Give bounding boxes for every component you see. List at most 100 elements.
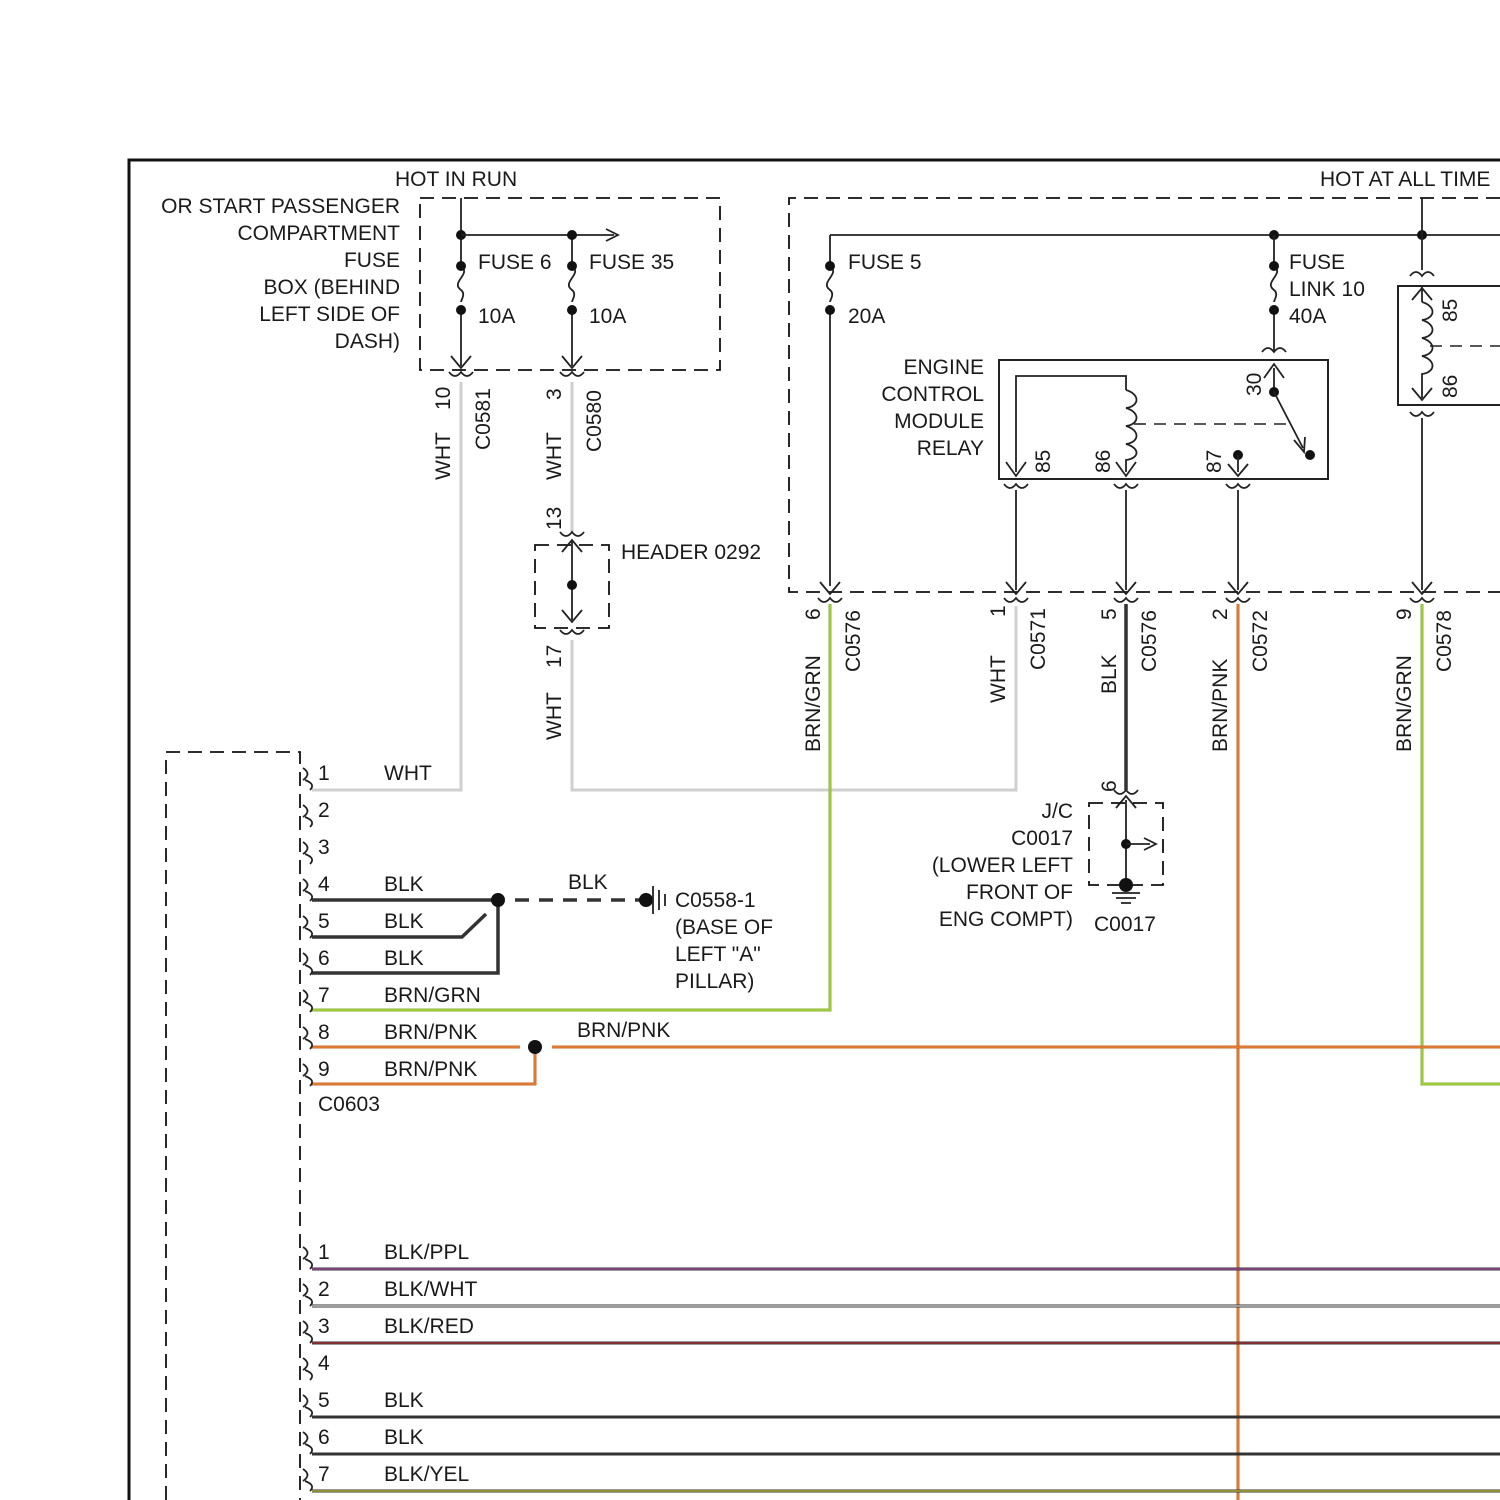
svg-text:FUSE 5: FUSE 5 bbox=[848, 251, 922, 274]
svg-text:3: 3 bbox=[543, 388, 566, 400]
lower-pin-7-cap bbox=[303, 1469, 312, 1491]
svg-text:6: 6 bbox=[1098, 780, 1121, 792]
svg-text:LEFT "A": LEFT "A" bbox=[675, 943, 761, 966]
lower-pin-1-wire: BLK/PPL bbox=[384, 1241, 469, 1264]
svg-text:FUSE 35: FUSE 35 bbox=[589, 251, 674, 274]
svg-text:10: 10 bbox=[432, 387, 455, 410]
lower-pin-5-number: 5 bbox=[318, 1389, 330, 1412]
lower-pin-5-wire: BLK bbox=[384, 1389, 424, 1412]
svg-text:FRONT OF: FRONT OF bbox=[966, 881, 1073, 904]
hot-at-all-times-label: HOT AT ALL TIME bbox=[1320, 168, 1490, 191]
wht-wires bbox=[312, 382, 1016, 790]
svg-text:BRN/GRN: BRN/GRN bbox=[1393, 655, 1416, 752]
svg-text:PILLAR): PILLAR) bbox=[675, 970, 754, 993]
svg-text:C0572: C0572 bbox=[1249, 610, 1272, 672]
module-outline bbox=[166, 752, 300, 1500]
svg-text:10A: 10A bbox=[478, 305, 515, 328]
svg-text:C0578: C0578 bbox=[1433, 610, 1456, 672]
svg-text:30: 30 bbox=[1243, 373, 1266, 396]
c0603-pin-6-number: 6 bbox=[318, 947, 330, 970]
c0603-pin-7-number: 7 bbox=[318, 984, 330, 1007]
svg-text:1: 1 bbox=[987, 605, 1010, 617]
lower-pin-7-number: 7 bbox=[318, 1463, 330, 1486]
c0603-pin-4-number: 4 bbox=[318, 873, 330, 896]
c0603-pin-7-cap bbox=[303, 990, 312, 1012]
lower-pin-4-cap bbox=[303, 1358, 312, 1380]
fuse-6: FUSE 6 10A bbox=[449, 198, 552, 376]
svg-text:BLK: BLK bbox=[568, 871, 608, 894]
colored-wires bbox=[312, 604, 1500, 1500]
svg-text:10A: 10A bbox=[589, 305, 626, 328]
lower-pin-7-wire: BLK/YEL bbox=[384, 1463, 469, 1486]
svg-text:DASH): DASH) bbox=[335, 330, 400, 353]
c0603-pin-7-wire: BRN/GRN bbox=[384, 984, 481, 1007]
lower-pin-2-wire: BLK/WHT bbox=[384, 1278, 478, 1301]
svg-text:BLK: BLK bbox=[1098, 654, 1121, 694]
c0603-pin-6-wire: BLK bbox=[384, 947, 424, 970]
ground-label: C0558-1 (BASE OF LEFT "A" PILLAR) bbox=[675, 889, 773, 993]
svg-text:LINK 10: LINK 10 bbox=[1289, 278, 1365, 301]
svg-text:WHT: WHT bbox=[432, 432, 455, 480]
c0603-pin-9-cap bbox=[303, 1064, 312, 1086]
c0603-pin-3-cap bbox=[303, 842, 312, 864]
svg-text:WHT: WHT bbox=[987, 655, 1010, 703]
svg-text:RELAY: RELAY bbox=[917, 437, 984, 460]
svg-text:86: 86 bbox=[1439, 375, 1462, 398]
header-0292: HEADER 0292 bbox=[535, 532, 761, 634]
svg-text:5: 5 bbox=[1098, 608, 1121, 620]
svg-text:C0576: C0576 bbox=[1138, 610, 1161, 672]
svg-text:WHT: WHT bbox=[543, 432, 566, 480]
svg-text:FUSE: FUSE bbox=[344, 249, 400, 272]
c0603-pin-9-number: 9 bbox=[318, 1058, 330, 1081]
svg-text:ENGINE: ENGINE bbox=[903, 356, 984, 379]
svg-text:13: 13 bbox=[543, 507, 566, 530]
c0603-pin-5-number: 5 bbox=[318, 910, 330, 933]
lower-pin-3-cap bbox=[303, 1321, 312, 1343]
svg-text:17: 17 bbox=[543, 645, 566, 668]
c0603-pin-1-cap bbox=[303, 768, 312, 790]
lower-pin-6-cap bbox=[303, 1432, 312, 1454]
passenger-fuse-box-outline bbox=[420, 198, 720, 370]
c0603-pin-9-wire: BRN/PNK bbox=[384, 1058, 477, 1081]
lower-pin-2-number: 2 bbox=[318, 1278, 330, 1301]
lower-pin-6-wire: BLK bbox=[384, 1426, 424, 1449]
c0603-pin-8-cap bbox=[303, 1027, 312, 1049]
lower-pin-5-cap bbox=[303, 1395, 312, 1417]
svg-text:BOX (BEHIND: BOX (BEHIND bbox=[263, 276, 400, 299]
svg-text:C0017: C0017 bbox=[1011, 827, 1073, 850]
svg-text:BRN/GRN: BRN/GRN bbox=[802, 655, 825, 752]
svg-text:86: 86 bbox=[1092, 450, 1115, 473]
svg-text:J/C: J/C bbox=[1042, 800, 1074, 823]
c0603-pin-8-wire: BRN/PNK bbox=[384, 1021, 477, 1044]
svg-text:C0017: C0017 bbox=[1094, 913, 1156, 936]
lower-wires bbox=[312, 1269, 1500, 1491]
lower-pin-1-cap bbox=[303, 1247, 312, 1269]
svg-text:OR START PASSENGER: OR START PASSENGER bbox=[161, 195, 400, 218]
hot-in-run-label: HOT IN RUN bbox=[395, 168, 517, 191]
c0603-pin-5-cap bbox=[303, 916, 312, 938]
svg-text:C0580: C0580 bbox=[583, 390, 606, 452]
fuse-box-label: OR START PASSENGER COMPARTMENT FUSE BOX … bbox=[161, 195, 400, 353]
svg-text:LEFT SIDE OF: LEFT SIDE OF bbox=[259, 303, 400, 326]
lower-pin-4-number: 4 bbox=[318, 1352, 330, 1375]
c0603-label: C0603 bbox=[318, 1093, 380, 1116]
svg-text:2: 2 bbox=[1209, 608, 1232, 620]
lower-pin-1-number: 1 bbox=[318, 1241, 330, 1264]
lower-pin-3-number: 3 bbox=[318, 1315, 330, 1338]
svg-text:40A: 40A bbox=[1289, 305, 1326, 328]
fuse-link-10: FUSE LINK 10 40A bbox=[1262, 235, 1365, 352]
c0603-pin-2-cap bbox=[303, 805, 312, 827]
svg-text:FUSE 6: FUSE 6 bbox=[478, 251, 552, 274]
ground-wires: BLK C0558-1 (BASE OF LEFT "A" PILLAR) bbox=[312, 871, 773, 993]
svg-text:C0576: C0576 bbox=[842, 610, 865, 672]
svg-text:COMPARTMENT: COMPARTMENT bbox=[237, 222, 400, 245]
svg-text:87: 87 bbox=[1203, 450, 1226, 473]
splice-wire-label: BRN/PNK bbox=[577, 1019, 670, 1042]
svg-text:C0571: C0571 bbox=[1027, 608, 1050, 670]
svg-text:9: 9 bbox=[1393, 608, 1416, 620]
engine-bus bbox=[830, 198, 1500, 270]
lower-pin-3-wire: BLK/RED bbox=[384, 1315, 474, 1338]
c0603-pin-5-wire: BLK bbox=[384, 910, 424, 933]
